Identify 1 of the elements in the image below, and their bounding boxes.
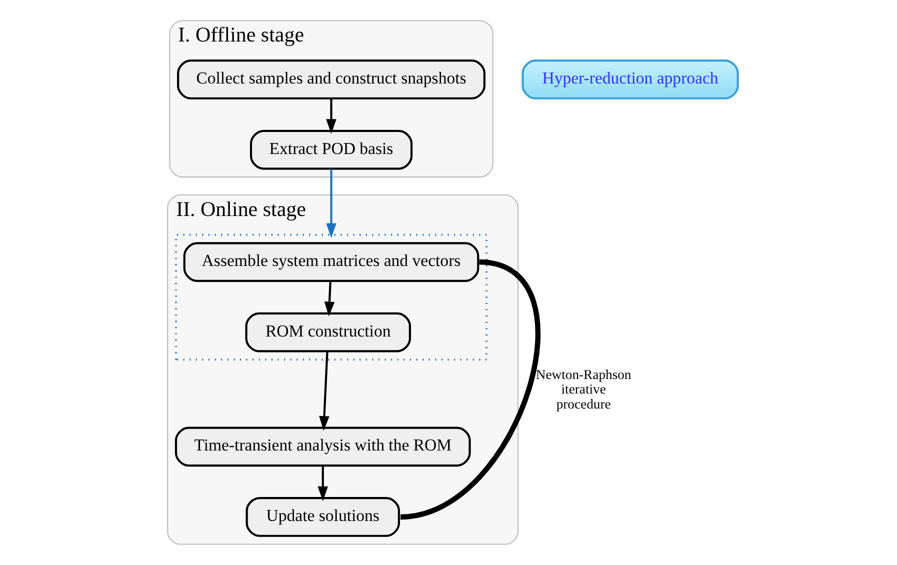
edge-label: Newton-Raphson iterative procedure [536,366,632,412]
